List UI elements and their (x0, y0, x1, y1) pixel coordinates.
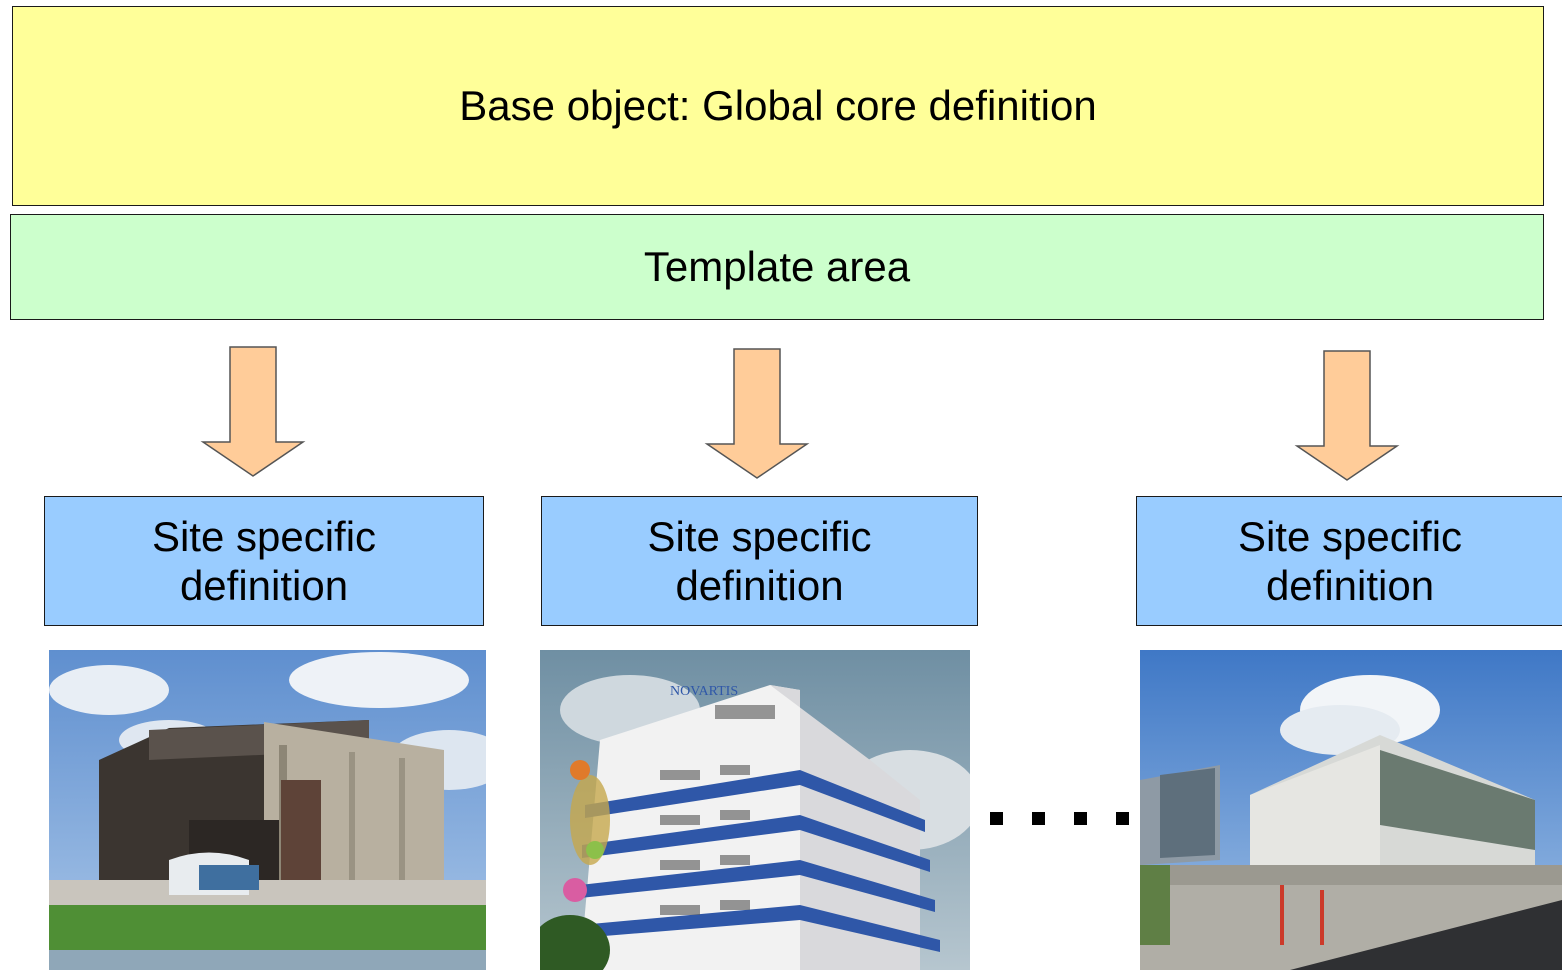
site-definition-box-3: Site specific definition (1136, 496, 1562, 626)
site-definition-line2: definition (675, 562, 844, 609)
site-definition-line2: definition (179, 562, 349, 609)
site-photo-1 (49, 650, 486, 970)
base-object-label: Base object: Global core definition (459, 82, 1097, 129)
site-photo-2: NOVARTIS (540, 650, 970, 970)
site-definition-box-1: Site specific definition (44, 496, 484, 626)
site-definition-line1: Site specific (1237, 512, 1463, 560)
more-sites-ellipsis (990, 812, 1140, 832)
site-photo-3 (1140, 650, 1562, 970)
site-definition-box-2: Site specific definition (541, 496, 978, 626)
template-area-label: Template area (643, 243, 911, 290)
site-definition-line1: Site specific (647, 512, 872, 560)
down-arrow-1 (200, 346, 306, 477)
site-definition-line2: definition (1265, 562, 1435, 609)
base-object-box: Base object: Global core definition (12, 6, 1544, 206)
template-area-box: Template area (10, 214, 1544, 320)
down-arrow-2 (704, 348, 810, 479)
site-definition-line1: Site specific (151, 512, 377, 560)
down-arrow-3 (1294, 350, 1400, 481)
novartis-sign: NOVARTIS (670, 684, 738, 699)
